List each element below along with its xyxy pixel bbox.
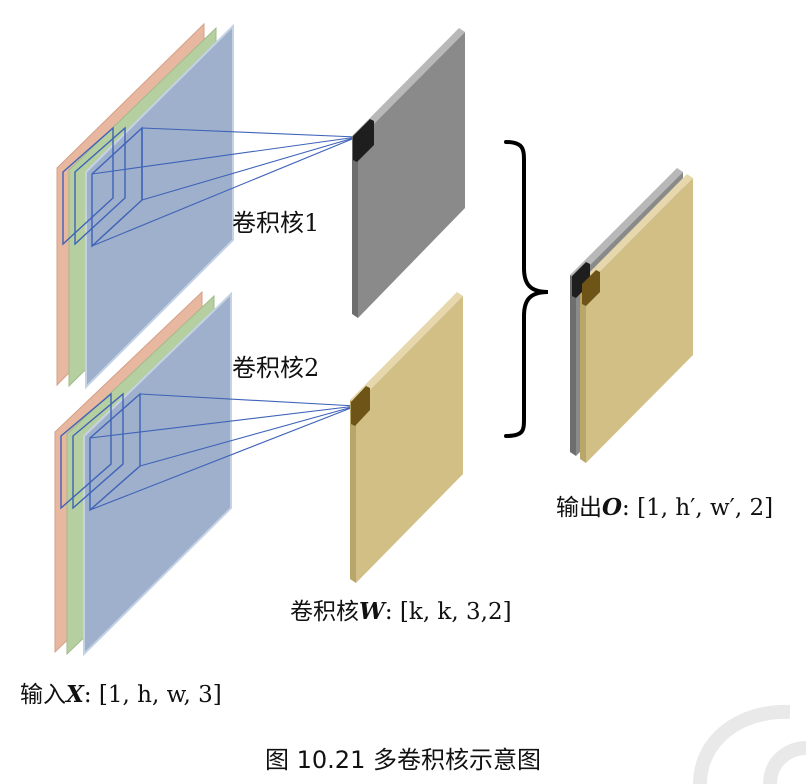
kernel1-feature-map: [352, 28, 465, 318]
projection-lines-bottom: [89, 393, 357, 511]
kernel-shape-dims: : [k, k, 3,2]: [384, 599, 512, 625]
kernel-shape-symbol: W: [359, 598, 385, 625]
kernel2-feature-map: [350, 292, 463, 583]
output-shape-label: 输出O: [1, h′, w′, 2]: [556, 488, 773, 522]
kernel1-patch: [353, 119, 374, 162]
kernel1-label: 卷积核1: [232, 209, 320, 237]
input-shape-dims: : [1, h, w, 3]: [83, 682, 222, 708]
input-bottom-channel-blue: [83, 291, 232, 657]
projection-lines-top: [91, 127, 358, 247]
input-tensor-top: [56, 22, 358, 390]
curly-brace: [504, 140, 549, 438]
input-tensor-bottom: [54, 290, 357, 657]
output-patch-brown: [582, 270, 600, 306]
kernel-shape-label: 卷积核W: [k, k, 3,2]: [290, 592, 512, 626]
output-shape-symbol: O: [602, 494, 623, 521]
output-shape-prefix: 输出: [556, 495, 602, 521]
output-patch-dark: [572, 262, 590, 298]
output-tensor: [570, 168, 693, 463]
kernel2-patch: [351, 386, 370, 426]
watermark-arcs: [693, 704, 806, 784]
input-shape-prefix: 输入: [20, 682, 66, 708]
figure-caption: 图 10.21 多卷积核示意图: [265, 746, 541, 774]
input-shape-label: 输入X: [1, h, w, 3]: [20, 675, 222, 709]
input-shape-symbol: X: [66, 681, 84, 708]
kernel2-label: 卷积核2: [232, 354, 320, 382]
output-shape-dims: : [1, h′, w′, 2]: [622, 495, 774, 521]
kernel-shape-prefix: 卷积核: [290, 599, 359, 625]
input-top-channel-blue: [85, 23, 234, 390]
